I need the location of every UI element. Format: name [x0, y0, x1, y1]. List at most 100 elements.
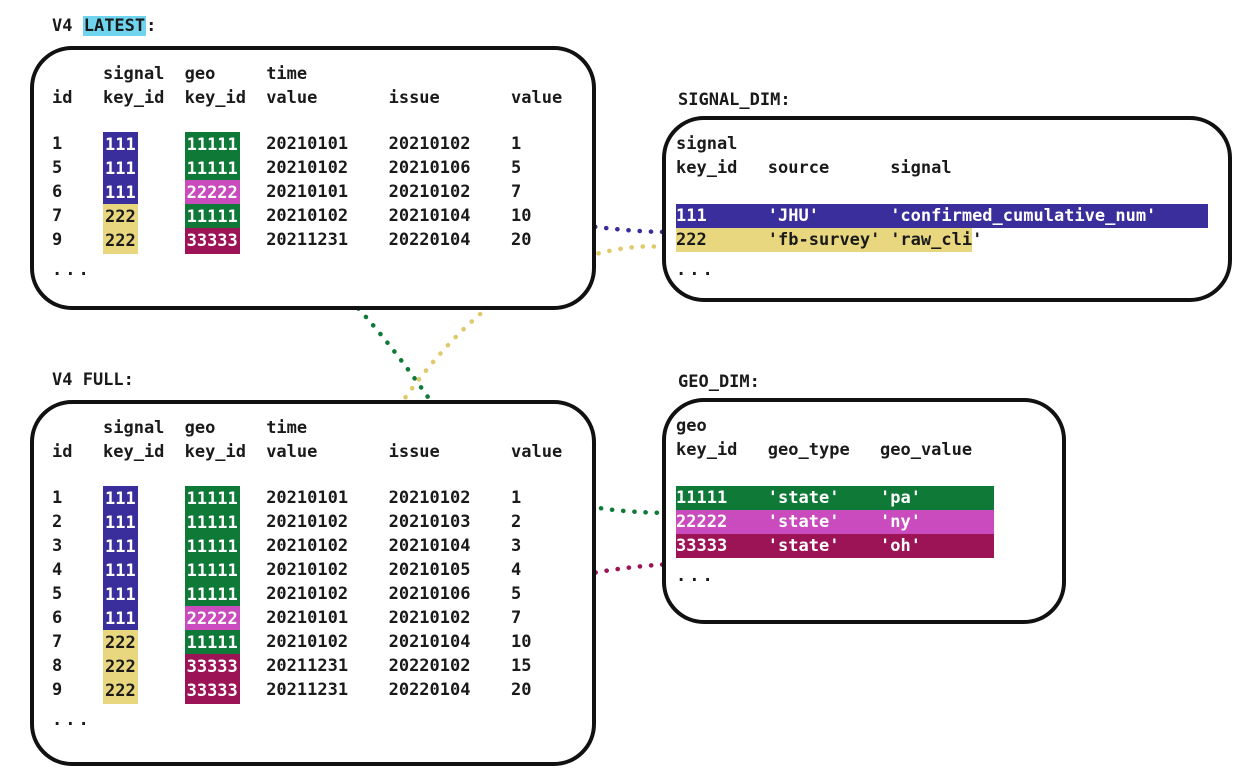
col-header-top-1: signal	[103, 418, 165, 438]
cell-issue: 20210102	[388, 488, 471, 508]
cell-signal-key-id: 111	[103, 606, 138, 632]
dim-row-highlight-signal-111	[676, 204, 1208, 228]
cell-value: 15	[511, 656, 532, 676]
col-header-geo_value: geo_value	[880, 440, 973, 460]
cell-value: 1	[511, 488, 522, 508]
col-header-signal: signal	[890, 158, 952, 178]
cell-geo-key-id: 11111	[184, 534, 240, 560]
col-header-key_id: key_id	[103, 88, 165, 108]
col-header-top-0: signal	[676, 134, 738, 154]
cell-signal-key-id: 111	[103, 534, 138, 560]
cell-geo-key-id: 11111	[184, 204, 240, 230]
table-row: signal	[676, 132, 1222, 156]
cell-value: 5	[511, 158, 522, 178]
cell-issue: 20220102	[388, 656, 471, 676]
cell-time-value: 20211231	[266, 230, 349, 250]
cell-id: 6	[52, 182, 63, 202]
col-header-key_id: key_id	[184, 88, 247, 108]
table-row-signal-222: 222'fb-survey''raw_cli'	[676, 228, 1222, 252]
cell-geo-value: 'ny'	[880, 512, 921, 532]
cell-geo-key-id: 11111	[184, 558, 240, 584]
cell-time-value: 20210102	[266, 536, 349, 556]
ellipsis-row: ...	[52, 710, 92, 730]
cell-issue: 20210104	[388, 536, 471, 556]
caption-latest-suffix: :	[146, 16, 157, 36]
cell-geo-key-id: 33333	[184, 228, 240, 254]
cell-geo-key-id: 11111	[184, 630, 240, 656]
col-header-issue: issue	[388, 88, 440, 108]
col-header-source: source	[767, 158, 830, 178]
cell-signal-key-id: 222	[103, 204, 138, 230]
cell-key-id: 11111	[676, 488, 728, 508]
col-header-key_id: key_id	[103, 442, 165, 462]
col-header-top-1: signal	[103, 64, 165, 84]
dim-row-highlight-geo-11111	[676, 486, 994, 510]
cell-key-id: 222	[676, 230, 707, 250]
cell-value: 7	[511, 182, 522, 202]
cell-value: 3	[511, 536, 522, 556]
cell-id: 3	[52, 536, 63, 556]
caption-signal-dim: SIGNAL_DIM:	[678, 90, 791, 110]
cell-geo-value: 'oh'	[880, 536, 921, 556]
col-header-id: id	[52, 442, 73, 462]
cell-id: 7	[52, 206, 63, 226]
cell-signal-key-id: 111	[103, 486, 138, 512]
cell-issue: 20210102	[388, 608, 471, 628]
dim-row-highlight-geo-22222	[676, 510, 994, 534]
cell-value: 20	[511, 680, 532, 700]
ellipsis-row: ...	[676, 260, 716, 280]
cell-id: 8	[52, 656, 63, 676]
cell-source: 'JHU'	[767, 206, 819, 226]
cell-signal-key-id: 222	[103, 654, 138, 680]
cell-id: 1	[52, 134, 63, 154]
cell-geo-key-id: 11111	[184, 486, 240, 512]
cell-value: 5	[511, 584, 522, 604]
cell-signal-key-id: 222	[103, 630, 138, 656]
cell-time-value: 20210102	[266, 584, 349, 604]
cell-key-id: 22222	[676, 512, 728, 532]
cell-key-id: 33333	[676, 536, 728, 556]
col-header-geo_type: geo_type	[767, 440, 850, 460]
cell-signal-key-id: 111	[103, 156, 138, 182]
cell-issue: 20210104	[388, 632, 471, 652]
cell-value: 20	[511, 230, 532, 250]
cell-source: 'fb-survey'	[767, 230, 881, 250]
cell-id: 5	[52, 584, 63, 604]
cell-id: 9	[52, 230, 63, 250]
caption-v4-latest: V4 LATEST:	[52, 16, 156, 36]
cell-issue: 20210102	[388, 182, 471, 202]
cell-signal-key-id: 111	[103, 132, 138, 158]
cell-time-value: 20210102	[266, 512, 349, 532]
cell-value: 4	[511, 560, 522, 580]
cell-signal: 'confirmed_cumulative_num'	[890, 206, 1157, 226]
cell-geo-key-id: 33333	[184, 678, 240, 704]
col-header-value: value	[266, 88, 318, 108]
cell-geo-type: 'state'	[767, 536, 840, 556]
col-header-key_id: key_id	[184, 442, 247, 462]
table-row-geo-33333: 33333 'state' 'oh'	[676, 534, 1056, 558]
cell-key-id: 111	[676, 206, 707, 226]
cell-time-value: 20210101	[266, 608, 349, 628]
cell-issue: 20210106	[388, 584, 471, 604]
cell-time-value: 20211231	[266, 680, 349, 700]
cell-value: 1	[511, 134, 522, 154]
table-row: geo	[676, 414, 1056, 438]
cell-value: 10	[511, 632, 532, 652]
cell-id: 7	[52, 632, 63, 652]
cell-value: 7	[511, 608, 522, 628]
cell-geo-type: 'state'	[767, 488, 840, 508]
cell-geo-type: 'state'	[767, 512, 840, 532]
cell-time-value: 20210101	[266, 182, 349, 202]
